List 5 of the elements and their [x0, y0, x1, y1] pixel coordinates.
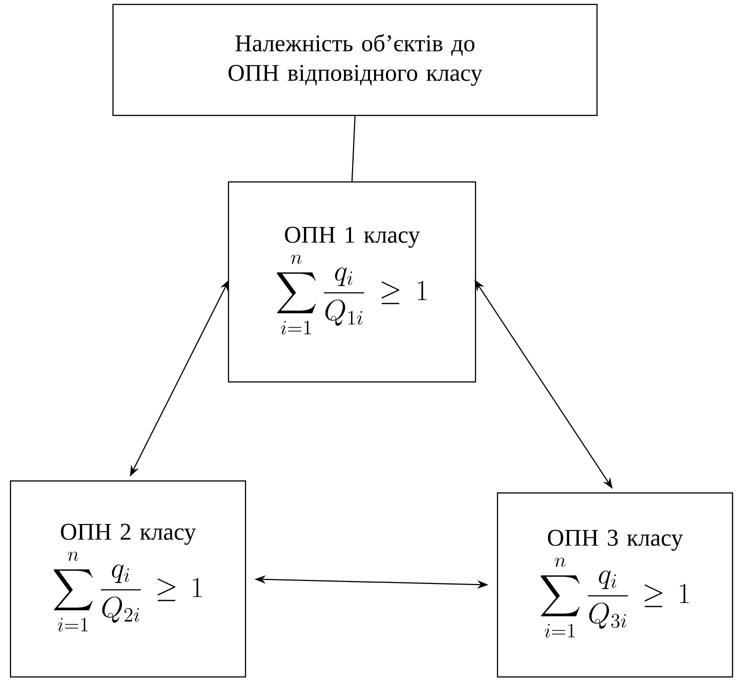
process-box: ОПН 2 класу $\sum_{i=1}^{n}\frac{q_i}{Q_{2i}} \geq 1$ [10, 480, 246, 678]
process-box: ОПН 1 класу $\sum_{i=1}^{n}\frac{q_i}{Q_{1i}} \geq 1$ [228, 181, 476, 383]
connector-line [351, 116, 356, 182]
process-box: ОПН 3 класу $\sum_{i=1}^{n}\frac{q_i}{Q_{3i}} \geq 1$ [496, 492, 734, 678]
process-box: Належність об’єктів до ОПН відповідного класу [112, 4, 598, 116]
